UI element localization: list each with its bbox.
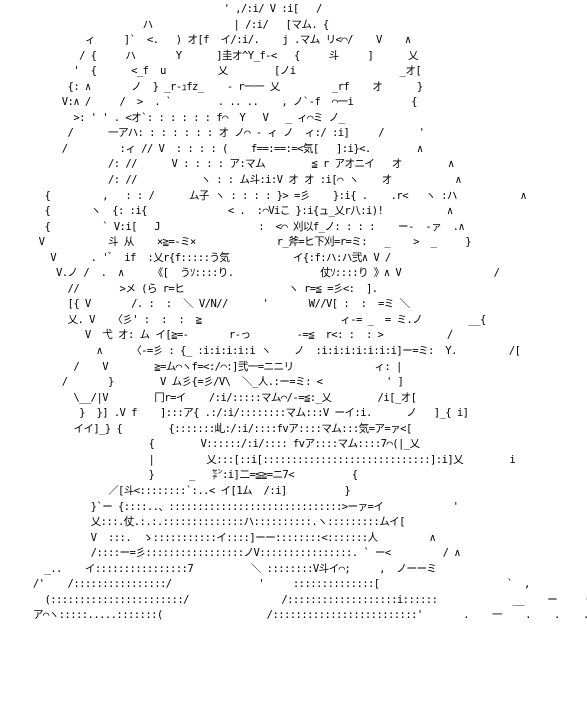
- ascii-art-line: / :ィ // V : : : : ( f==:==:=<気[ ]:i}<. ∧: [4, 142, 424, 155]
- ascii-art-line: ∧ 〈-=彡 : {_ :i:i:i:i:i ヽ ノ :i:i:i:i:i:i:…: [4, 345, 521, 358]
- ascii-art-line: / 一アハ: : : : : : : オ ノ⌒ - ィ ノ ィ:/ :i] / …: [4, 127, 425, 140]
- ascii-art-line: }`ー {::::..、::::::::::::::::::::::::::::…: [4, 500, 459, 513]
- ascii-art-line: ／[斗<::::::::`:..< イ[1ム /:i] }: [4, 484, 351, 497]
- ascii-art-line: /: // ヽ : : ム斗:i:V オ オ :i[⌒ ヽ オ ∧: [4, 174, 462, 187]
- ascii-art-line: 乂:::.仗.:.:.::::::::::::::ハ::::::::::.ヽ::…: [4, 516, 406, 529]
- ascii-art-line: V 弋 オ: ム イ[≧=- r-っ -=≦ r<: : : > /: [4, 329, 453, 342]
- ascii-art-line: _.. イ::::::::::::::::7 ＼ ::::::::V斗イ⌒; ,…: [4, 562, 437, 575]
- ascii-art-line: / { ハ Y ]圭オ^Y_f-< { 斗 ] 乂: [4, 49, 418, 62]
- ascii-art-line: ハ | /:i/ [マム. {: [4, 18, 330, 31]
- ascii-art-line: } _ ㌢:i]二=≦≧=ニ7< {: [4, 469, 358, 482]
- ascii-art-line: >: ' ' . <オ`: : : : : : f⌒ Y V _ ィ⌒ミ ノ_: [4, 111, 345, 124]
- ascii-art-line: V :::. ゝ:::::::::::イ::::]ーー::::::::<::::…: [4, 531, 436, 544]
- ascii-art-line: { V::::::/:i/:::: fvア::::マム::::7⌒(|_乂: [4, 438, 420, 451]
- ascii-art-line: / } V ム彡{=彡/V\ ＼_人.:ー=ミ: < ' ]: [4, 376, 404, 389]
- ascii-art-line: /' /::::::::::::::::/ ' ::::::::::::::[ …: [4, 578, 531, 591]
- ascii-art-line: { ` V:i[ J : <⌒ 刈以f_ノ: : : : ー- -ァ .∧: [4, 220, 465, 233]
- ascii-art-line: / V ≧=ム⌒ヽf=<:/⌒:]弐一=ニニリ ィ: |: [4, 360, 402, 373]
- ascii-art-line: ィ ]` <. ) オ[f イ/:i/. j .マム リ<⌒/ V ∧: [4, 34, 411, 47]
- ascii-art-line: V:∧ / / > . ` . .. .. , ノ`-f ⌒一i {: [4, 96, 418, 109]
- ascii-art-line: 乂. V 〈彡' : : : ≧ ィ-= _ = ミ.ノ __{: [4, 313, 487, 326]
- ascii-art-line: | 乂:::[::i[:::::::::::::::::::::::::::::…: [4, 453, 516, 466]
- ascii-art-line: イイ]_} { {:::::::乢:/:i/::::fvア::::マム:::気=…: [4, 422, 412, 435]
- ascii-art-line: \__/|V 冂r=イ /:i/:::::マム⌒/-=≦:_乂 /i[_オ[: [4, 391, 417, 404]
- ascii-art-line: {: ∧ ノ } _r-ｭfz_ - r一一 乂 _rf オ }: [4, 80, 424, 93]
- ascii-art-line: V 斗 从 ×≧=-ミ× r_斧=ヒ下刈=r=ミ: _ > _ }: [4, 236, 472, 249]
- ascii-art-line: ' ,/:i/ V :i[ /: [4, 3, 323, 15]
- ascii-art-line: { , : : / ム子 ヽ : : : : }> =彡 }:i{ . .r< …: [4, 189, 527, 202]
- ascii-art-line: [{ V /. : : ＼ V/N// ' W//V[ : : =ミ ＼: [4, 298, 411, 311]
- ascii-art-line: (:::::::::::::::::::::::/ /:::::::::::::…: [4, 593, 587, 606]
- ascii-art-line: V . 'ﾞ if :乂r{f:::::う気 イ{:f:ハ:ハ弐∧ V /: [4, 251, 391, 264]
- ascii-art-line: /::::ー=彡:::::::::::::::::ノV:::::::::::::…: [4, 547, 461, 560]
- ascii-art-line: ア⌒ヽ:::::.....:::::::( /:::::::::::::::::…: [4, 609, 587, 622]
- ascii-art-line: } }] .V f ]:::ア{ .:/:i/::::::::マム:::V ーイ…: [4, 407, 469, 420]
- ascii-art-line: /: // V : : : : ア:マム ≦ r アオニイ オ ∧: [4, 158, 454, 171]
- ascii-art-line: V.ノ / . ∧ 《[ うｿ::::り. 仗ｿ::::り 》∧ V /: [4, 267, 500, 280]
- ascii-art-line: // >メ (ら r=ヒ ヽ r=≦ =彡<: ].: [4, 282, 379, 295]
- ascii-art-line: { ヽ {: :i{ < . :⌒Viこ }:i{ュ_乂r八:i)! ∧: [4, 205, 453, 218]
- ascii-art: ' ,/:i/ V :i[ / ハ | /:i/ [マム. { ィ ]` <. …: [4, 2, 587, 624]
- ascii-art-line: ' { <_f u 乂 [ノi _オ[: [4, 65, 422, 78]
